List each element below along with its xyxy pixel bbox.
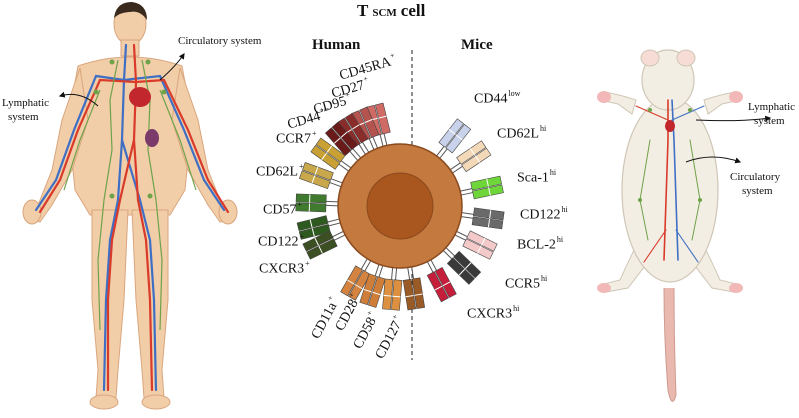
receptor-mouse-sca-1 [460,175,504,200]
receptor-human-ccr7 [310,137,352,172]
circulatory-arrow-mouse [685,156,742,164]
receptor-mouse-bcl-2 [454,230,498,260]
marker-label-cxcr3-human: CXCR3+ [259,259,310,277]
receptor-mouse-cxcr3 [426,259,457,303]
human-body-illustration [22,2,238,410]
receptor-human-cd27 [351,106,380,150]
marker-label-ccr7: CCR7+ [276,129,317,147]
marker-label-cd62l-mouse: CD62Lhi [497,124,547,142]
circulatory-arrow-human [159,53,185,81]
receptor-human-cd11a [340,258,372,301]
lymphatic-arrow-mouse [695,115,772,122]
human-circulatory-label: Circulatory system [178,35,262,47]
mouse-circulatory-label-2: system [742,185,773,197]
marker-label-cd44-mouse: CD44low [474,89,521,107]
receptor-human-cd28 [359,264,386,308]
receptor-mouse-cd44 [436,118,472,159]
receptor-human-cd127 [402,266,426,311]
marker-label-bcl2: BCL-2hi [517,235,564,253]
marker-label-cd62l-human: CD62L+ [256,162,304,180]
marker-label-cd122-mouse: CD122hi [520,205,568,223]
marker-label-cxcr3-mouse: CXCR3hi [467,304,520,322]
receptor-mouse-ccr5 [442,247,482,285]
marker-label-cd122-human: CD122+ [258,232,304,250]
receptor-human-cd62l [298,162,343,190]
human-lymphatic-label-2: system [8,111,39,123]
mouse-lymphatic-label-2: system [754,115,785,127]
receptor-human-cd122 [296,215,341,240]
mouse-circulatory-label-1: Circulatory [730,171,781,183]
receptor-human-cd58 [382,267,403,311]
marker-label-ccr5: CCR5hi [505,274,548,292]
human-lymphatic-label-1: Lymphatic [2,97,50,109]
marker-label-cd57: CD57+ [263,200,302,218]
receptor-mouse-cd62l [450,140,492,174]
receptor-human-cd57 [295,193,339,213]
mice-header: Mice [461,37,493,53]
receptor-human-cxcr3 [302,230,346,260]
human-header: Human [312,37,361,53]
marker-label-sca1: Sca-1hi [517,168,557,186]
mouse-illustration [597,49,743,402]
mouse-lymphatic-label-1: Lymphatic [748,101,796,113]
receptor-mouse-cd122 [461,207,505,230]
receptor-human-cd44 [324,121,362,161]
lymphatic-arrow-human [58,91,99,107]
tscm-cell-nucleus [366,172,434,240]
receptor-group [295,102,505,311]
